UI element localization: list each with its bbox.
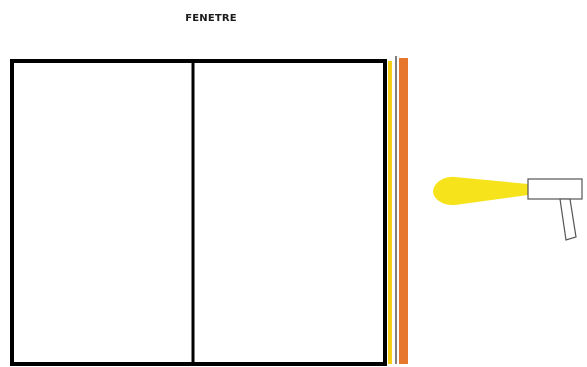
spray-gun-handle: [560, 199, 576, 240]
window-frame: [12, 61, 385, 364]
wall-layer-orange: [399, 58, 408, 364]
wall-layers: [388, 56, 408, 364]
wall-layer-yellow: [388, 61, 392, 364]
wall-layer-gray: [395, 56, 397, 364]
spray-gun-body: [528, 179, 582, 199]
spray-gun-icon: [528, 179, 582, 240]
window-outer-frame: [12, 61, 385, 364]
spray-cone: [433, 177, 528, 205]
